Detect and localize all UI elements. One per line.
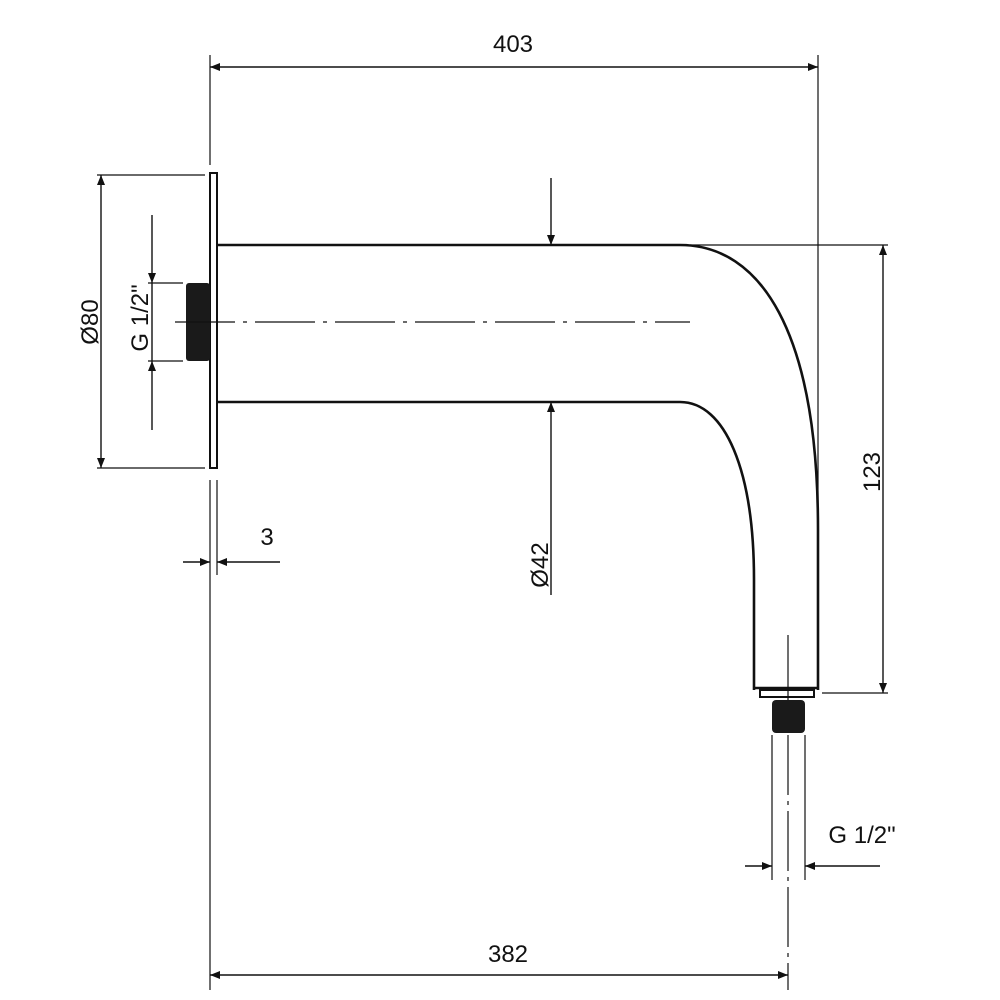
pipe-outer-edge [217,243,820,690]
label-drop-height: 123 [859,452,886,492]
label-overall-length: 403 [493,31,533,58]
label-pipe-diameter: Ø42 [527,542,554,587]
label-flange-diameter: Ø80 [77,299,104,344]
shower-arm-body [175,172,820,733]
extension-lines [97,55,888,990]
wall-flange [209,172,218,469]
pipe-inner-edge [217,400,756,690]
label-outlet-offset: 382 [488,941,528,968]
label-outlet-thread: G 1/2" [828,822,895,849]
label-flange-thickness: 3 [260,524,273,551]
outlet-thread [772,700,805,733]
dimension-lines [97,63,887,979]
label-inlet-thread: G 1/2" [127,284,154,351]
outlet-nut [759,689,815,698]
